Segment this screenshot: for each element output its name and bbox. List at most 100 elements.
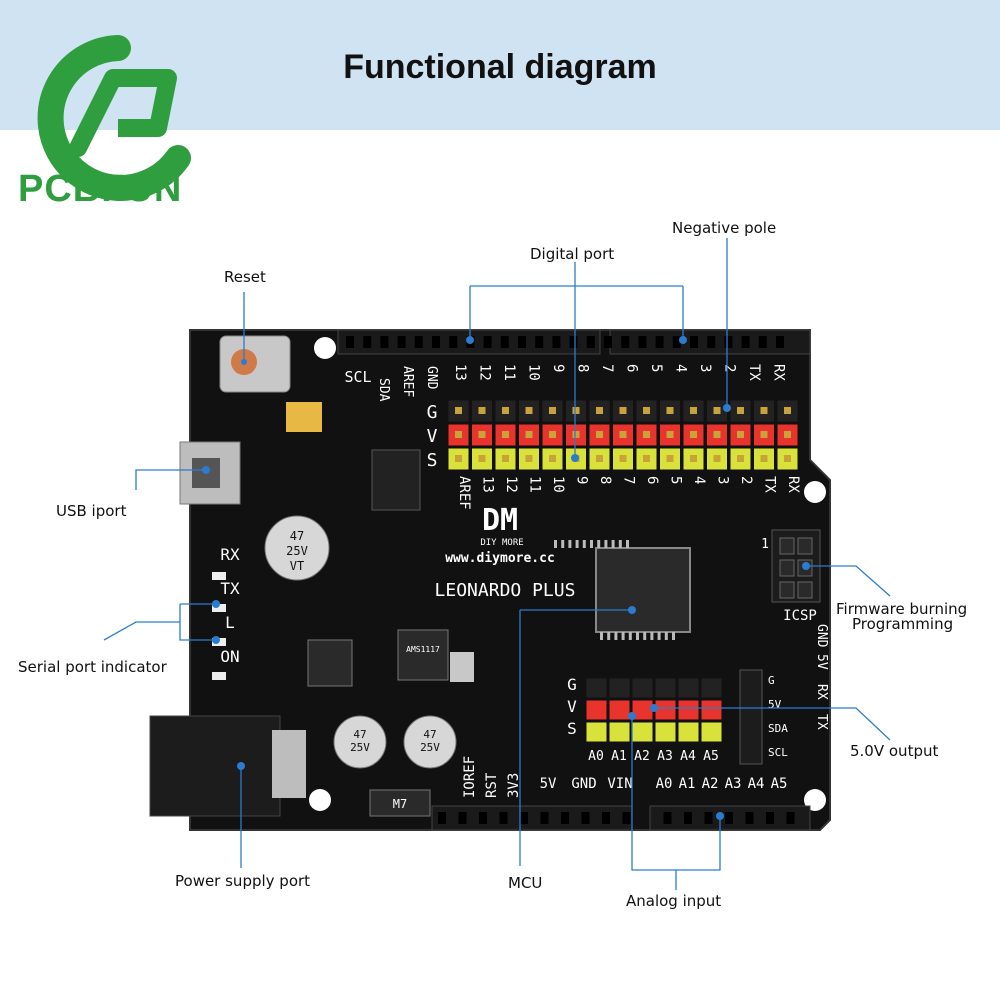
pin-tip bbox=[643, 407, 650, 414]
label-firmware-burning: Firmware burning bbox=[836, 600, 968, 618]
header-hole bbox=[520, 812, 528, 824]
header-hole bbox=[458, 812, 467, 824]
analog-pin bbox=[700, 699, 723, 721]
label-analog-input: Analog input bbox=[626, 892, 722, 910]
power-label: IOREF bbox=[462, 756, 478, 798]
digital-bottom-label: 6 bbox=[644, 476, 660, 484]
pin-tip bbox=[619, 407, 627, 414]
power-label: 3V3 bbox=[506, 773, 522, 798]
top-label-pin: 10 bbox=[526, 364, 542, 381]
header-hole bbox=[363, 336, 372, 348]
callout-dots bbox=[202, 336, 810, 820]
pin-tip bbox=[690, 407, 697, 414]
pin-tip bbox=[478, 455, 486, 462]
analog-pin bbox=[585, 721, 608, 743]
pin-tip bbox=[455, 455, 462, 462]
analog-bottom-label: A4 bbox=[748, 776, 765, 792]
analog-bottom-label: A0 bbox=[656, 776, 673, 792]
top-label-pin: TX bbox=[746, 364, 762, 381]
header-hole bbox=[540, 812, 549, 824]
brand-name: PCBFUN bbox=[18, 168, 183, 210]
top-label-gnd: GND bbox=[424, 366, 439, 390]
digital-bottom-label: 2 bbox=[738, 476, 754, 484]
pin-tip bbox=[666, 431, 674, 438]
capacitor-bottom-2-voltage: 25V bbox=[420, 741, 440, 754]
page-title: Functional diagram bbox=[343, 48, 657, 86]
pin-tip bbox=[737, 407, 744, 414]
analog-pin bbox=[631, 721, 654, 743]
pin-tip bbox=[619, 455, 627, 462]
icsp-pin bbox=[779, 581, 795, 599]
capacitor-bottom-2 bbox=[403, 715, 457, 769]
pin-tip bbox=[572, 407, 580, 414]
power-jack[interactable] bbox=[149, 715, 281, 817]
digital-bottom-label: 3 bbox=[715, 476, 731, 484]
analog-pin bbox=[654, 721, 677, 743]
pin-tip bbox=[760, 455, 768, 462]
ic-chip-small bbox=[371, 449, 421, 511]
diode bbox=[369, 789, 431, 817]
mcu-chip bbox=[595, 547, 691, 633]
i2c-label: 5V bbox=[768, 698, 782, 711]
digital-bottom-label: 13 bbox=[480, 476, 496, 493]
mounting-hole bbox=[804, 481, 826, 503]
top-label-pin: 8 bbox=[575, 364, 591, 372]
analog-pin bbox=[608, 721, 631, 743]
capacitor-bottom-1-value: 47 bbox=[353, 728, 366, 741]
i2c-label: SDA bbox=[768, 722, 788, 735]
pin-tip bbox=[690, 455, 697, 462]
row-label-v: V bbox=[427, 426, 438, 447]
analog-bottom-label: A3 bbox=[725, 776, 742, 792]
icsp-side-label: GND bbox=[814, 624, 829, 648]
capacitor bbox=[264, 515, 330, 581]
top-label-pin: 4 bbox=[673, 364, 689, 372]
capacitor-bottom-2-value: 47 bbox=[423, 728, 436, 741]
header-hole bbox=[479, 812, 487, 824]
top-label-pin: 13 bbox=[452, 364, 468, 381]
pin-tip bbox=[666, 455, 674, 462]
mcu-pin bbox=[600, 632, 603, 640]
header-hole bbox=[414, 336, 423, 348]
analog-bottom-label: A1 bbox=[679, 776, 696, 792]
pin-tip bbox=[502, 407, 509, 414]
indicator-tx: TX bbox=[220, 579, 240, 598]
pin-tip bbox=[549, 407, 556, 414]
digital-bottom-label: 7 bbox=[621, 476, 637, 484]
fuse-component bbox=[286, 402, 322, 432]
maker-url: www.diymore.cc bbox=[445, 551, 555, 566]
pin-tip bbox=[713, 431, 721, 438]
pin-tip bbox=[713, 407, 721, 414]
icsp-label: ICSP bbox=[783, 608, 817, 624]
usb-port[interactable] bbox=[179, 441, 241, 505]
digital-bottom-label: TX bbox=[762, 476, 778, 493]
mcu-pin bbox=[568, 540, 572, 548]
mcu-pin bbox=[672, 632, 675, 640]
top-label-pin: 9 bbox=[550, 364, 566, 372]
label-negative-pole: Negative pole bbox=[672, 219, 777, 237]
top-label-sda: SDA bbox=[376, 378, 391, 402]
analog-pin bbox=[608, 677, 631, 699]
analog-pin bbox=[700, 721, 723, 743]
header-hole bbox=[499, 812, 508, 824]
mcu-pin bbox=[626, 540, 629, 548]
led-rx bbox=[212, 572, 226, 580]
mcu-pin bbox=[628, 632, 632, 640]
header-hole bbox=[741, 336, 750, 348]
mcu-pin bbox=[590, 540, 593, 548]
icsp-header-number: 1 bbox=[761, 537, 769, 552]
mcu-pin bbox=[561, 540, 565, 548]
maker-logo: DM bbox=[482, 503, 518, 538]
analog-row-label: A1 bbox=[611, 749, 627, 764]
analog-row-label: A2 bbox=[634, 749, 650, 764]
pin-tip bbox=[596, 407, 603, 414]
digital-bottom-label: 12 bbox=[503, 476, 519, 493]
header-hole bbox=[380, 336, 389, 348]
header-hole bbox=[483, 336, 492, 348]
header-hole bbox=[518, 336, 526, 348]
pin-tip bbox=[525, 431, 533, 438]
pin-tip bbox=[666, 407, 674, 414]
icsp-pin bbox=[779, 559, 795, 577]
pin-tip bbox=[737, 431, 744, 438]
analog-pin bbox=[585, 677, 608, 699]
pin-tip bbox=[760, 407, 768, 414]
